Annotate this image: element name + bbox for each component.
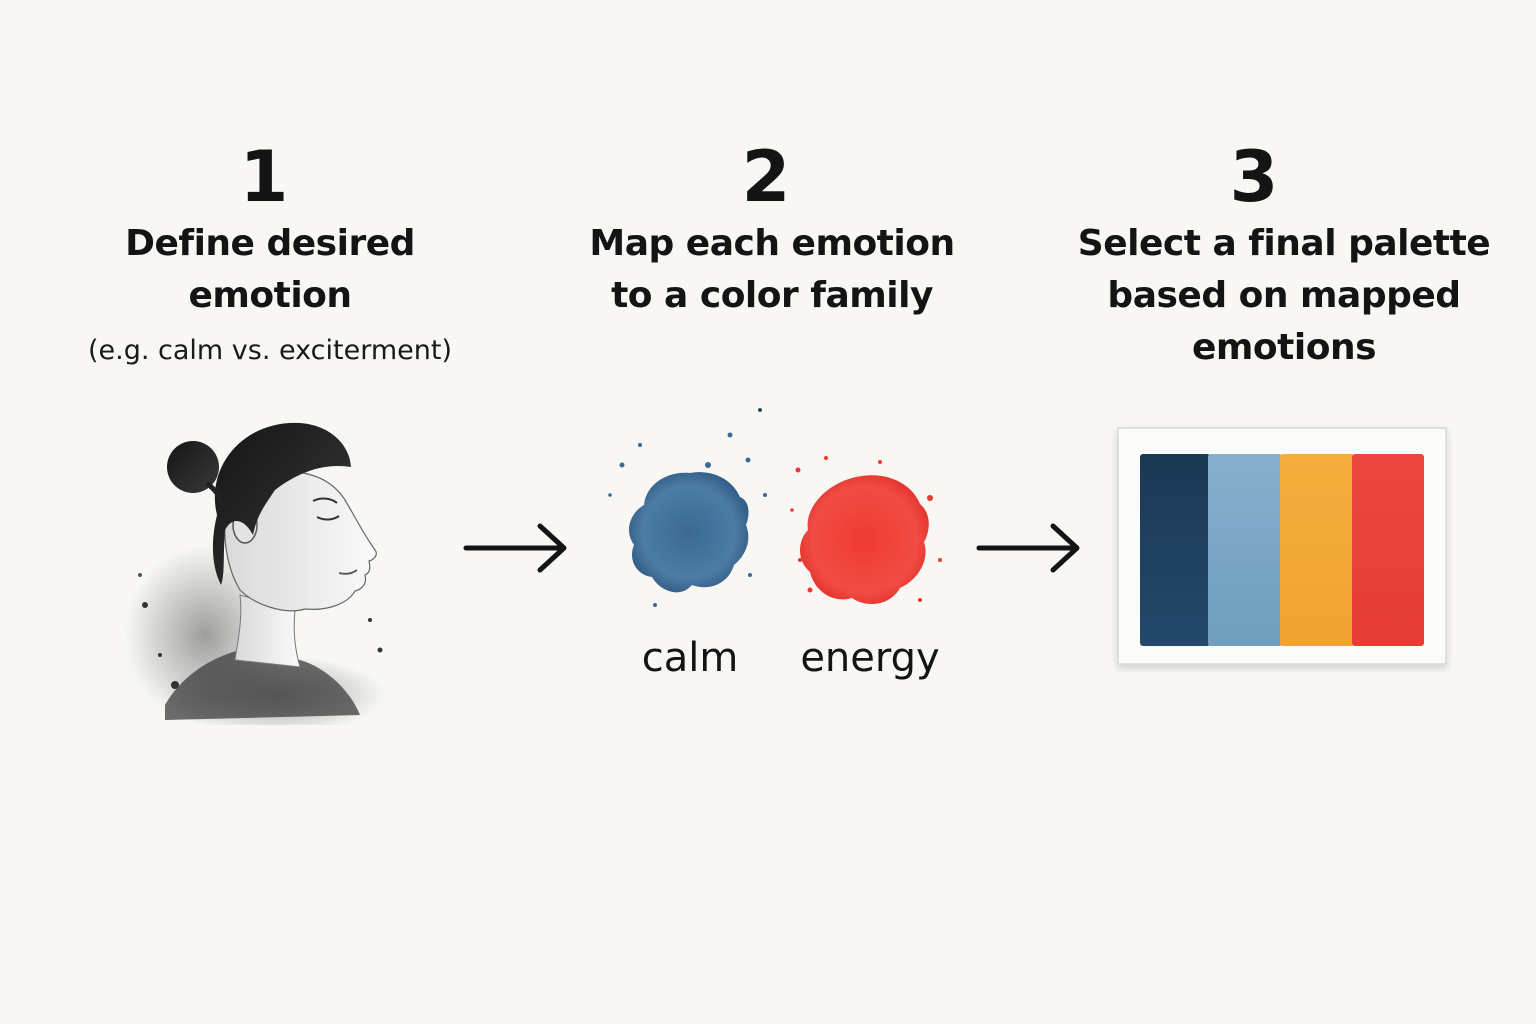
woman-profile-illustration: [125, 422, 385, 725]
step-1-title-line-1: Define desired: [125, 223, 415, 264]
step-2-title-line-1: Map each emotion: [589, 223, 955, 264]
step-3-title-line-2: based on mapped: [1107, 275, 1461, 316]
step-1-title-line-2: emotion: [188, 275, 352, 316]
right-arrow-icon: [976, 523, 1080, 573]
step-2-title-line-2: to a color family: [611, 275, 933, 316]
step-1-title: Define desired emotion: [60, 218, 480, 322]
calm-label: calm: [641, 635, 739, 681]
step-3-title: Select a final palette based on mapped e…: [1072, 218, 1496, 374]
step-3-title-line-3: emotions: [1192, 327, 1377, 368]
step-1-note: (e.g. calm vs. exciterment): [88, 335, 452, 366]
step-2-number: 2: [741, 136, 791, 218]
blue-watercolor-blob: [608, 408, 767, 607]
step-1-number: 1: [239, 136, 289, 218]
watercolor-palette-card: [1117, 427, 1447, 665]
red-watercolor-blob: [790, 456, 942, 604]
energy-label: energy: [800, 635, 940, 681]
step-3-title-line-1: Select a final palette: [1077, 223, 1491, 264]
step-3-number: 3: [1229, 136, 1279, 218]
right-arrow-icon: [463, 523, 567, 573]
step-2-title: Map each emotion to a color family: [560, 218, 984, 322]
